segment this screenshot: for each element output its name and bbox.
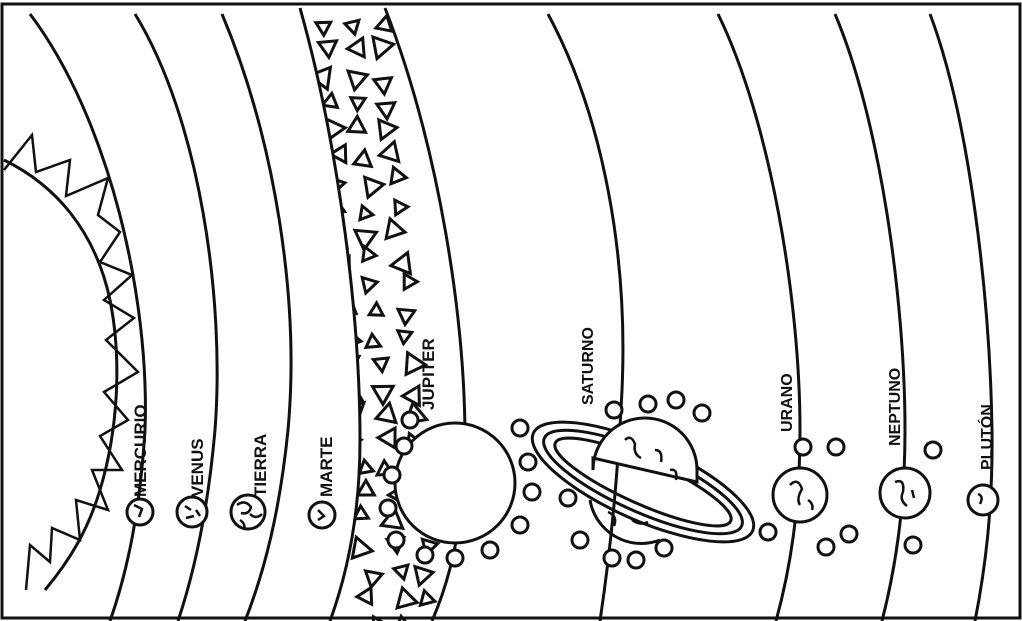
moon bbox=[606, 402, 622, 418]
asteroid bbox=[379, 120, 397, 140]
moon bbox=[482, 542, 498, 558]
asteroid bbox=[347, 38, 364, 57]
moon bbox=[417, 547, 433, 563]
asteroid bbox=[360, 206, 373, 220]
asteroid bbox=[345, 20, 359, 34]
asteroid bbox=[316, 22, 331, 35]
moon bbox=[520, 454, 536, 470]
planet-jupiter bbox=[395, 423, 515, 543]
moon bbox=[841, 526, 857, 542]
orbit-mercury bbox=[30, 14, 145, 621]
asteroid bbox=[398, 309, 415, 324]
orbit-pluto bbox=[930, 14, 992, 621]
asteroid bbox=[420, 591, 435, 605]
asteroid bbox=[386, 219, 405, 239]
sun-body bbox=[4, 160, 117, 590]
label-neptune: NEPTUNO bbox=[887, 368, 904, 446]
moon bbox=[447, 550, 463, 566]
moon bbox=[380, 500, 396, 516]
asteroid bbox=[363, 247, 376, 261]
asteroid bbox=[379, 142, 398, 162]
moon bbox=[560, 490, 576, 506]
asteroid bbox=[348, 116, 366, 132]
saturn-body-top bbox=[593, 418, 697, 482]
moon bbox=[396, 438, 412, 454]
asteroid bbox=[366, 334, 381, 347]
label-earth: TIERRA bbox=[251, 434, 270, 497]
moon bbox=[572, 532, 588, 548]
label-jupiter: JUPITER bbox=[419, 338, 438, 410]
label-saturn: SATURNO bbox=[580, 327, 597, 405]
asteroid bbox=[359, 460, 373, 473]
moon bbox=[604, 550, 620, 566]
planet-venus bbox=[177, 497, 207, 527]
label-venus: VENUS bbox=[188, 438, 207, 497]
asteroid bbox=[322, 93, 337, 107]
moon bbox=[925, 442, 941, 458]
asteroid bbox=[348, 71, 367, 90]
moon bbox=[402, 412, 418, 428]
asteroid bbox=[402, 386, 419, 405]
asteroid bbox=[395, 200, 408, 215]
moon bbox=[384, 467, 400, 483]
asteroid bbox=[365, 177, 384, 197]
asteroid bbox=[404, 274, 417, 289]
label-mars: MARTE bbox=[317, 437, 336, 497]
moon bbox=[388, 532, 404, 548]
asteroid bbox=[397, 588, 417, 608]
asteroid bbox=[373, 37, 394, 59]
asteroid bbox=[346, 331, 361, 347]
asteroid bbox=[376, 403, 396, 422]
asteroid bbox=[325, 176, 345, 197]
asteroid bbox=[415, 567, 433, 586]
asteroid bbox=[357, 588, 372, 605]
moon bbox=[628, 552, 644, 568]
orbit-earth bbox=[222, 14, 291, 621]
asteroid bbox=[391, 253, 411, 274]
asteroid bbox=[378, 428, 395, 448]
asteroid bbox=[374, 78, 392, 94]
moon bbox=[668, 392, 684, 408]
asteroid bbox=[318, 41, 336, 58]
planet-pluto bbox=[968, 485, 998, 515]
moon bbox=[640, 396, 656, 412]
moon bbox=[512, 420, 528, 436]
asteroid bbox=[398, 331, 412, 344]
orbit-saturn bbox=[548, 14, 623, 621]
planet-saturn bbox=[518, 398, 768, 565]
asteroid bbox=[394, 565, 408, 579]
asteroid bbox=[369, 303, 383, 315]
moon bbox=[828, 439, 844, 455]
label-mercury: MERCURIO bbox=[131, 404, 150, 497]
asteroid bbox=[366, 571, 383, 587]
asteroid bbox=[352, 537, 372, 558]
asteroid bbox=[335, 272, 350, 288]
moon bbox=[656, 540, 672, 556]
moon bbox=[694, 405, 710, 421]
moon bbox=[818, 539, 834, 555]
moon bbox=[795, 439, 811, 455]
asteroid bbox=[354, 150, 372, 167]
moon bbox=[524, 484, 540, 500]
moon bbox=[760, 524, 776, 540]
orbit-venus bbox=[135, 14, 217, 621]
asteroid bbox=[377, 103, 395, 119]
asteroid bbox=[373, 358, 388, 372]
asteroid bbox=[351, 98, 366, 111]
moon bbox=[905, 537, 921, 553]
label-pluto: PLUTÓN bbox=[977, 404, 996, 470]
label-uranus: URANO bbox=[779, 373, 796, 432]
asteroid bbox=[362, 278, 377, 293]
planet-neptune bbox=[880, 468, 930, 518]
moon bbox=[512, 517, 528, 533]
asteroid bbox=[391, 167, 407, 184]
